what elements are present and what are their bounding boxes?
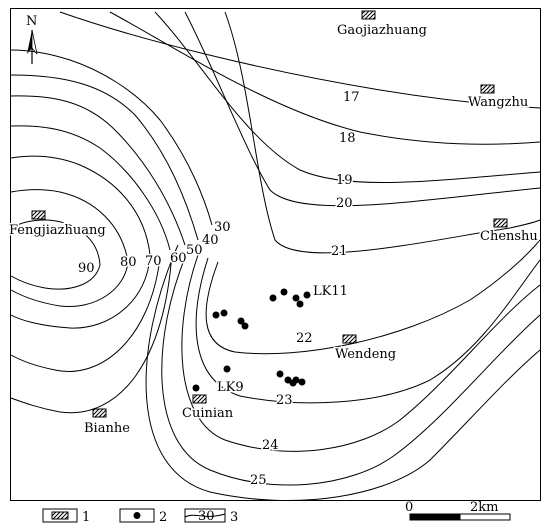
contour-label-40: 40 [202, 233, 219, 248]
borehole-point [237, 317, 245, 325]
borehole-label-lk9: LK9 [217, 380, 244, 395]
scale-bar: 0 2km [405, 500, 511, 521]
village-label-fengjiazhuang: Fengjiazhuang [9, 223, 106, 238]
contour-25 [161, 249, 541, 486]
village-label-gaojiazhuang: Gaojiazhuang [337, 23, 427, 38]
contour-50 [10, 95, 186, 246]
contour-label-22: 22 [296, 331, 313, 346]
contour-23 [195, 257, 541, 404]
legend-contour-icon [184, 513, 226, 518]
contour-label-18: 18 [339, 131, 356, 146]
contour-24 [181, 254, 541, 452]
village-symbol [192, 394, 207, 404]
contour-label-80: 80 [120, 255, 137, 270]
borehole-point [269, 294, 277, 302]
legend-box-3 [184, 508, 226, 523]
contour-90 [10, 264, 101, 290]
borehole-point [292, 294, 300, 302]
village-symbol [31, 210, 46, 220]
borehole-point [276, 370, 284, 378]
contour-40 [10, 74, 199, 241]
borehole-point [292, 376, 300, 384]
contour-label-90: 90 [78, 261, 95, 276]
village-symbol [361, 10, 376, 20]
legend-village-icon [51, 511, 69, 520]
north-arrow: N [26, 14, 38, 64]
contour-left-1 [10, 257, 161, 372]
legend-label-1: 1 [82, 510, 90, 525]
borehole-point [280, 288, 288, 296]
village-symbol [480, 84, 495, 94]
village-label-wangzhu: Wangzhu [468, 95, 528, 110]
contour-lines [10, 11, 541, 501]
scale-end-label: 2km [470, 500, 498, 515]
villages: Gaojiazhuang Wangzhu Fengjiazhuang Chens… [8, 10, 539, 438]
contour-70b [10, 155, 151, 256]
contour-labels: 17 18 19 20 21 22 23 24 25 30 40 50 60 7… [77, 89, 362, 490]
contour-21 [224, 11, 541, 254]
borehole-label-lk11: LK11 [313, 284, 348, 299]
legend-contour-value: 30 [198, 509, 215, 524]
legend: 1 2 30 3 [42, 508, 238, 525]
contour-label-30: 30 [214, 220, 231, 235]
contour-60 [10, 125, 171, 251]
borehole-point [303, 291, 311, 299]
contour-left-2 [10, 251, 173, 414]
village-label-cuinian: Cuinian [182, 406, 234, 421]
contour-30 [10, 49, 213, 226]
borehole-point [223, 365, 231, 373]
village-label-chenshu: Chenshu [480, 229, 538, 244]
village-symbol [342, 334, 357, 344]
contour-17 [59, 11, 541, 109]
contour-label-70: 70 [145, 254, 162, 269]
borehole-point [220, 309, 228, 317]
contour-70 [10, 254, 151, 329]
contour-20 [184, 11, 541, 207]
legend-borehole-icon [133, 512, 141, 519]
contour-label-19: 19 [336, 173, 353, 188]
borehole-point [296, 300, 304, 308]
scale-black-segment [409, 513, 461, 521]
borehole-point [192, 384, 200, 392]
contour-label-24: 24 [262, 438, 279, 453]
scale-start-label: 0 [405, 500, 413, 515]
contour-80b [10, 189, 129, 263]
borehole-point [298, 378, 306, 386]
contour-90b [10, 219, 101, 266]
legend-label-2: 2 [159, 510, 167, 525]
contour-18 [109, 11, 541, 145]
village-symbol [493, 218, 508, 228]
contour-label-21: 21 [331, 244, 348, 259]
contour-19 [154, 11, 541, 184]
contour-80 [10, 261, 129, 307]
village-label-wendeng: Wendeng [335, 347, 396, 362]
contour-label-25: 25 [250, 473, 267, 488]
borehole-point [241, 322, 249, 330]
contour-label-23: 23 [276, 393, 293, 408]
scale-white-segment [459, 513, 511, 521]
borehole-point [212, 311, 220, 319]
contour-label-60: 60 [170, 251, 187, 266]
contour-label-50: 50 [186, 243, 203, 258]
legend-label-3: 3 [230, 510, 238, 525]
contour-label-20: 20 [336, 196, 353, 211]
contour-22 [205, 239, 541, 355]
contour-outer [145, 244, 541, 501]
village-symbol [92, 408, 107, 418]
contour-label-17: 17 [343, 90, 360, 105]
north-label: N [26, 14, 37, 29]
village-label-bianhe: Bianhe [84, 421, 130, 436]
boreholes: LK11 LK9 [192, 283, 349, 397]
